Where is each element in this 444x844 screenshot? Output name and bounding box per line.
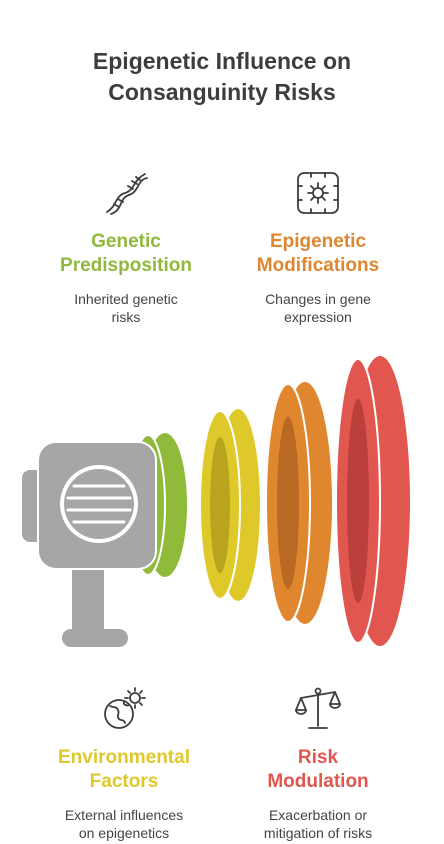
page-title: Epigenetic Influence on Consanguinity Ri… <box>0 46 444 108</box>
block-description: Changes in gene expression <box>265 291 371 325</box>
block-heading: Epigenetic Modifications <box>256 231 380 276</box>
megaphone-illustration <box>22 356 410 647</box>
environmental-factors-block: Environmental Factors External influence… <box>24 684 224 842</box>
block-heading: Environmental Factors <box>58 747 190 792</box>
globe-sun-icon <box>104 687 146 729</box>
epigenetic-modifications-block: Epigenetic Modifications Changes in gene… <box>218 168 418 326</box>
megaphone-handle <box>62 548 128 647</box>
red-ring <box>335 356 410 646</box>
block-description: Exacerbation or mitigation of risks <box>263 807 373 841</box>
block-description: External influences on epigenetics <box>64 807 184 841</box>
yellow-ring <box>199 409 260 601</box>
scale-icon <box>295 687 341 729</box>
orange-ring <box>265 382 332 624</box>
block-heading: Genetic Predisposition <box>60 231 192 276</box>
block-description: Inherited genetic risks <box>74 291 178 325</box>
megaphone-body <box>22 441 157 570</box>
gene-chip-icon <box>297 172 339 214</box>
genetic-predisposition-block: Genetic Predisposition Inherited genetic… <box>26 168 226 326</box>
title-line-2: Consanguinity Risks <box>108 79 336 105</box>
title-line-1: Epigenetic Influence on <box>92 48 352 74</box>
block-heading: Risk Modulation <box>267 747 369 792</box>
dna-icon <box>106 173 148 215</box>
risk-modulation-block: Risk Modulation Exacerbation or mitigati… <box>218 684 418 842</box>
